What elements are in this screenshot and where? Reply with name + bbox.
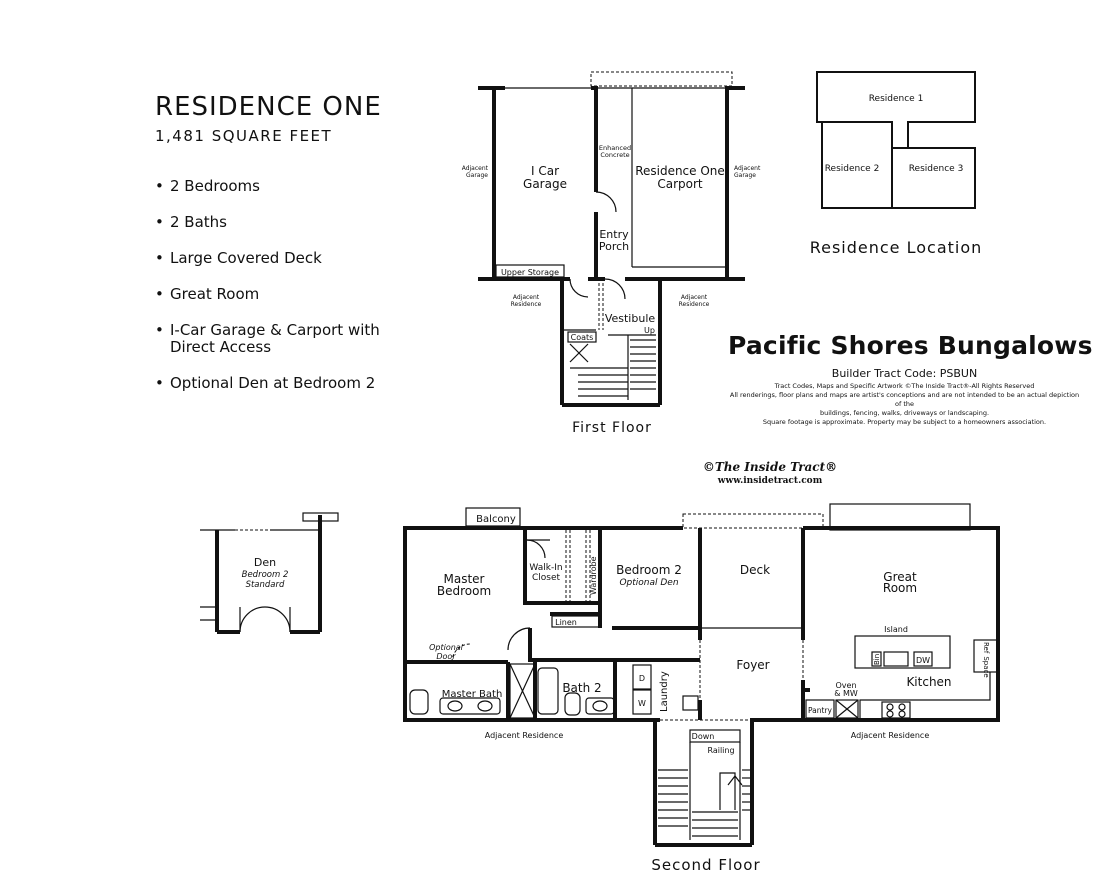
island-label: Island <box>884 625 908 634</box>
residence-square-feet: 1,481 SQUARE FEET <box>155 127 333 145</box>
coats-label: Coats <box>571 333 594 342</box>
dishwasher-label: DW <box>916 656 930 665</box>
second-floor-caption: Second Floor <box>651 856 760 874</box>
adjacent-residence-left-label: Adjacent Residence <box>485 731 564 740</box>
vestibule-label: Vestibule <box>605 312 656 325</box>
location-unit-label: Residence 3 <box>909 164 964 174</box>
feature-item: •2 Bedrooms <box>155 177 260 195</box>
bath-2-label: Bath 2 <box>562 681 601 695</box>
features-list: •2 Bedrooms •2 Baths •Large Covered Deck… <box>155 178 380 411</box>
oven-label: Oven& MW <box>834 681 858 698</box>
down-label: Down <box>692 732 715 741</box>
legal-text: Tract Codes, Maps and Specific Artwork ©… <box>729 382 1080 426</box>
feature-item: •Optional Den at Bedroom 2 <box>155 374 376 392</box>
den-label: Den <box>254 556 276 569</box>
optional-den-label: Optional Den <box>619 578 678 588</box>
up-label: Up <box>644 326 655 335</box>
ref-space-label: RefSpace <box>982 642 990 678</box>
first-floor-plan: Upper Storage Coats Adja <box>462 71 761 436</box>
kitchen-label: Kitchen <box>906 675 951 689</box>
dryer-label: D <box>639 674 645 683</box>
second-floor-plan: Balcony Wardrobe Linen <box>403 503 1000 874</box>
den-standard-plan: Den Bedroom 2 Standard <box>200 512 339 634</box>
upper-storage-label: Upper Storage <box>501 268 559 277</box>
first-floor-stairs <box>570 335 656 400</box>
railing-label: Railing <box>707 746 734 755</box>
master-bath-label: Master Bath <box>442 689 503 700</box>
foyer-label: Foyer <box>736 658 769 672</box>
feature-item: •Great Room <box>155 285 260 303</box>
residence-title: RESIDENCE ONE <box>155 92 382 122</box>
feature-item: •2 Baths <box>155 213 227 231</box>
first-floor-caption: First Floor <box>572 420 652 436</box>
feature-item: •Large Covered Deck <box>155 249 322 267</box>
balcony-label: Balcony <box>476 514 516 525</box>
location-unit-label: Residence 2 <box>825 164 880 174</box>
adjacent-residence-right-label: Adjacent Residence <box>851 731 930 740</box>
den-sub-label: Bedroom 2 <box>242 570 289 580</box>
pantry-label: Pantry <box>808 706 833 715</box>
residence-location-diagram: Residence 1 Residence 2 Residence 3 Resi… <box>810 71 983 257</box>
copyright: ©The Inside Tract® <box>702 460 838 474</box>
bin-label: Bin <box>873 654 881 665</box>
website-url: www.insidetract.com <box>717 476 823 486</box>
den-sub-label: Standard <box>246 580 285 590</box>
tract-code: Builder Tract Code: PSBUN <box>831 367 978 380</box>
deck-label: Deck <box>740 563 770 577</box>
second-floor-stairs <box>658 769 750 837</box>
wardrobe-label: Wardrobe <box>589 556 598 595</box>
location-caption: Residence Location <box>810 238 983 257</box>
location-unit-label: Residence 1 <box>869 94 924 104</box>
washer-label: W <box>638 699 646 708</box>
brand-name: Pacific Shores Bungalows <box>728 331 1093 360</box>
laundry-label: Laundry <box>659 671 670 712</box>
linen-label: Linen <box>555 618 577 627</box>
bedroom-2-label: Bedroom 2 <box>616 563 682 577</box>
